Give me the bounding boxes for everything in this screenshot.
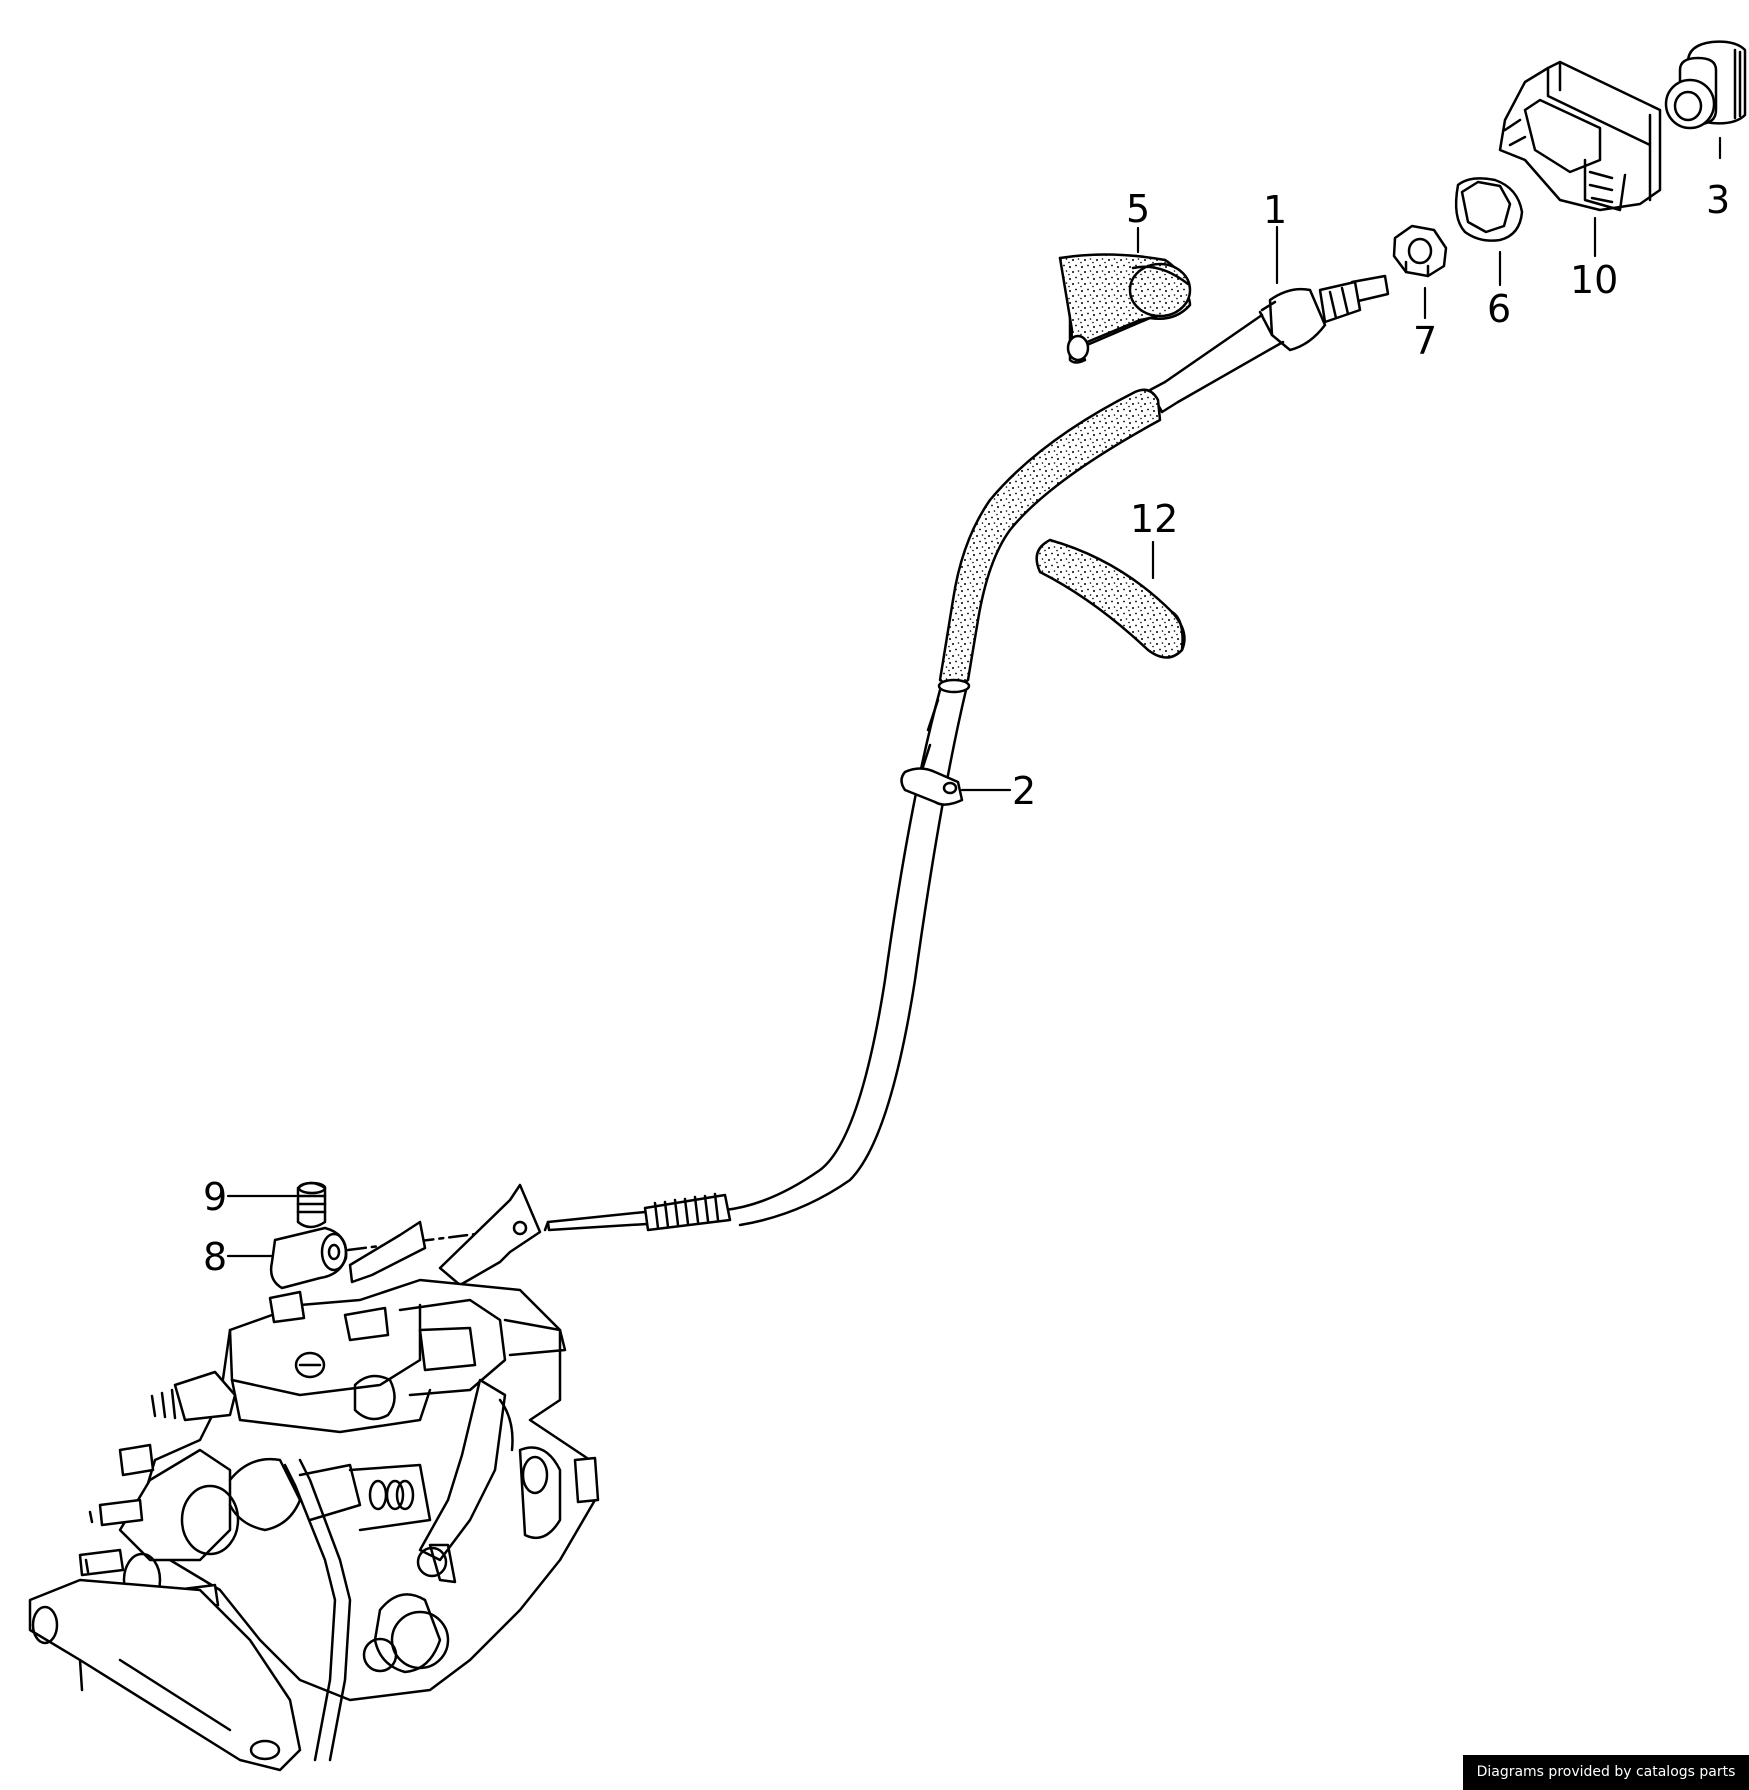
callout-7: 7 <box>1413 319 1437 363</box>
part-2-clip <box>900 767 964 806</box>
callout-12: 12 <box>1130 497 1178 541</box>
callout-5: 5 <box>1126 187 1150 231</box>
part-9-grub-screw <box>296 1181 327 1229</box>
part-10-switch-housing <box>1498 60 1662 212</box>
part-1-cable-lower <box>543 678 971 1232</box>
part-12-hose <box>1035 538 1186 659</box>
diagram-credit-badge: Diagrams provided by catalogs parts <box>1463 1755 1749 1790</box>
lever-bracket <box>348 1183 542 1287</box>
leader-lines <box>226 136 1722 1258</box>
callout-1: 1 <box>1263 188 1287 232</box>
injection-pump <box>28 1278 600 1772</box>
part-3-knob <box>1664 40 1747 130</box>
part-1-cable-sleeve <box>938 388 1162 688</box>
part-5-grommet <box>1058 253 1192 364</box>
part-8-clamp-barrel <box>269 1226 348 1290</box>
part-12-hose-end <box>1170 610 1184 652</box>
callout-9: 9 <box>203 1175 227 1219</box>
callout-8: 8 <box>203 1235 227 1279</box>
callout-10: 10 <box>1570 258 1618 302</box>
part-7-hex-nut <box>1392 224 1448 278</box>
part-6-bush <box>1454 177 1524 242</box>
callout-6: 6 <box>1487 287 1511 331</box>
callout-3: 3 <box>1706 178 1730 222</box>
part-1-cable <box>1148 274 1390 414</box>
callout-2: 2 <box>1012 769 1036 813</box>
